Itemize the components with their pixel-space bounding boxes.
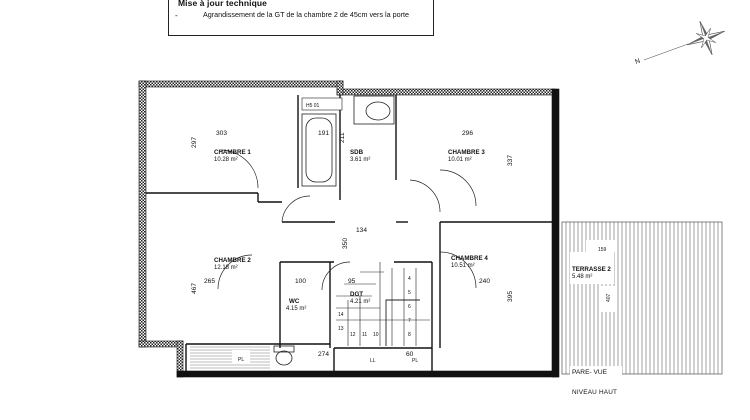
update-text: Agrandissement de la GT de la chambre 2 …: [203, 10, 410, 19]
dim-395: 395: [507, 291, 514, 302]
north-label: N: [634, 58, 641, 66]
dim-337: 337: [507, 155, 514, 166]
stair-step-13: 13: [338, 326, 344, 332]
dim-95: 95: [348, 278, 356, 285]
interior-walls: [146, 95, 552, 371]
stair-step-8: 8: [408, 332, 411, 338]
label-pl-left: PL: [238, 357, 244, 363]
dim-303: 303: [216, 130, 227, 137]
h501-box: [301, 97, 343, 111]
dim-211: 211: [339, 132, 346, 143]
room-dgt: DGT: [350, 291, 363, 298]
dim-296: 296: [462, 130, 473, 137]
compass-rose: [643, 20, 725, 61]
label-ll: LL: [370, 358, 376, 364]
staircase: [336, 262, 430, 346]
toilet: [273, 345, 295, 366]
stair-step-7: 7: [408, 318, 411, 324]
dim-274: 274: [318, 351, 329, 358]
stair-step-14: 14: [338, 312, 344, 318]
dim-240: 240: [479, 278, 490, 285]
shower-unit: [353, 95, 395, 125]
stair-step-6: 6: [408, 304, 411, 310]
stair-step-12: 12: [350, 332, 356, 338]
h501-label: H5 01: [306, 103, 320, 109]
area-sdb: 3.61 m²: [350, 157, 370, 163]
area-terrasse-2: 5.48 m²: [572, 274, 592, 280]
stair-step-11: 11: [362, 332, 367, 338]
area-chambre-3: 10.01 m²: [448, 157, 472, 163]
room-chambre-4: CHAMBRE 4: [451, 255, 488, 262]
label-pl-right: PL: [412, 358, 418, 364]
dim-100: 100: [295, 278, 306, 285]
area-chambre-1: 10.28 m²: [214, 157, 238, 163]
dim-191: 191: [318, 130, 329, 137]
lower-left-hatched-area: [190, 346, 270, 369]
exterior-walls: [138, 80, 560, 378]
update-bullet: -: [175, 11, 178, 20]
terrace-outline: [561, 221, 723, 376]
stair-step-10: 10: [373, 332, 379, 338]
dim-134: 134: [356, 227, 367, 234]
dim-350: 350: [342, 238, 349, 249]
bathtub: [301, 113, 337, 187]
room-terrasse-2: TERRASSE 2: [572, 266, 611, 273]
dim-297: 297: [191, 137, 198, 148]
dim-60: 60: [406, 351, 414, 358]
room-sdb: SDB: [350, 149, 364, 156]
area-dgt: 4.21 m²: [350, 299, 370, 305]
dim-407: 407: [606, 293, 612, 302]
room-wc: WC: [289, 298, 300, 305]
level-caption: NIVEAU HAUT: [572, 389, 618, 396]
label-pare-vue: PARE- VUE: [572, 369, 608, 376]
area-wc: 4.15 m²: [286, 306, 306, 312]
area-chambre-4: 10.51 m²: [451, 263, 475, 269]
stair-step-4: 4: [408, 276, 411, 282]
area-chambre-2: 12.18 m²: [214, 265, 238, 271]
technical-update-box: Mise à jour technique - Agrandissement d…: [168, 0, 434, 36]
update-title: Mise à jour technique: [178, 0, 268, 8]
room-chambre-2: CHAMBRE 2: [214, 257, 251, 264]
dim-265: 265: [204, 278, 215, 285]
dim-467: 467: [191, 283, 198, 294]
room-chambre-3: CHAMBRE 3: [448, 149, 485, 156]
stair-step-5: 5: [408, 290, 411, 296]
door-swings: [217, 149, 477, 291]
dim-159: 159: [598, 247, 607, 253]
room-chambre-1: CHAMBRE 1: [214, 149, 251, 156]
